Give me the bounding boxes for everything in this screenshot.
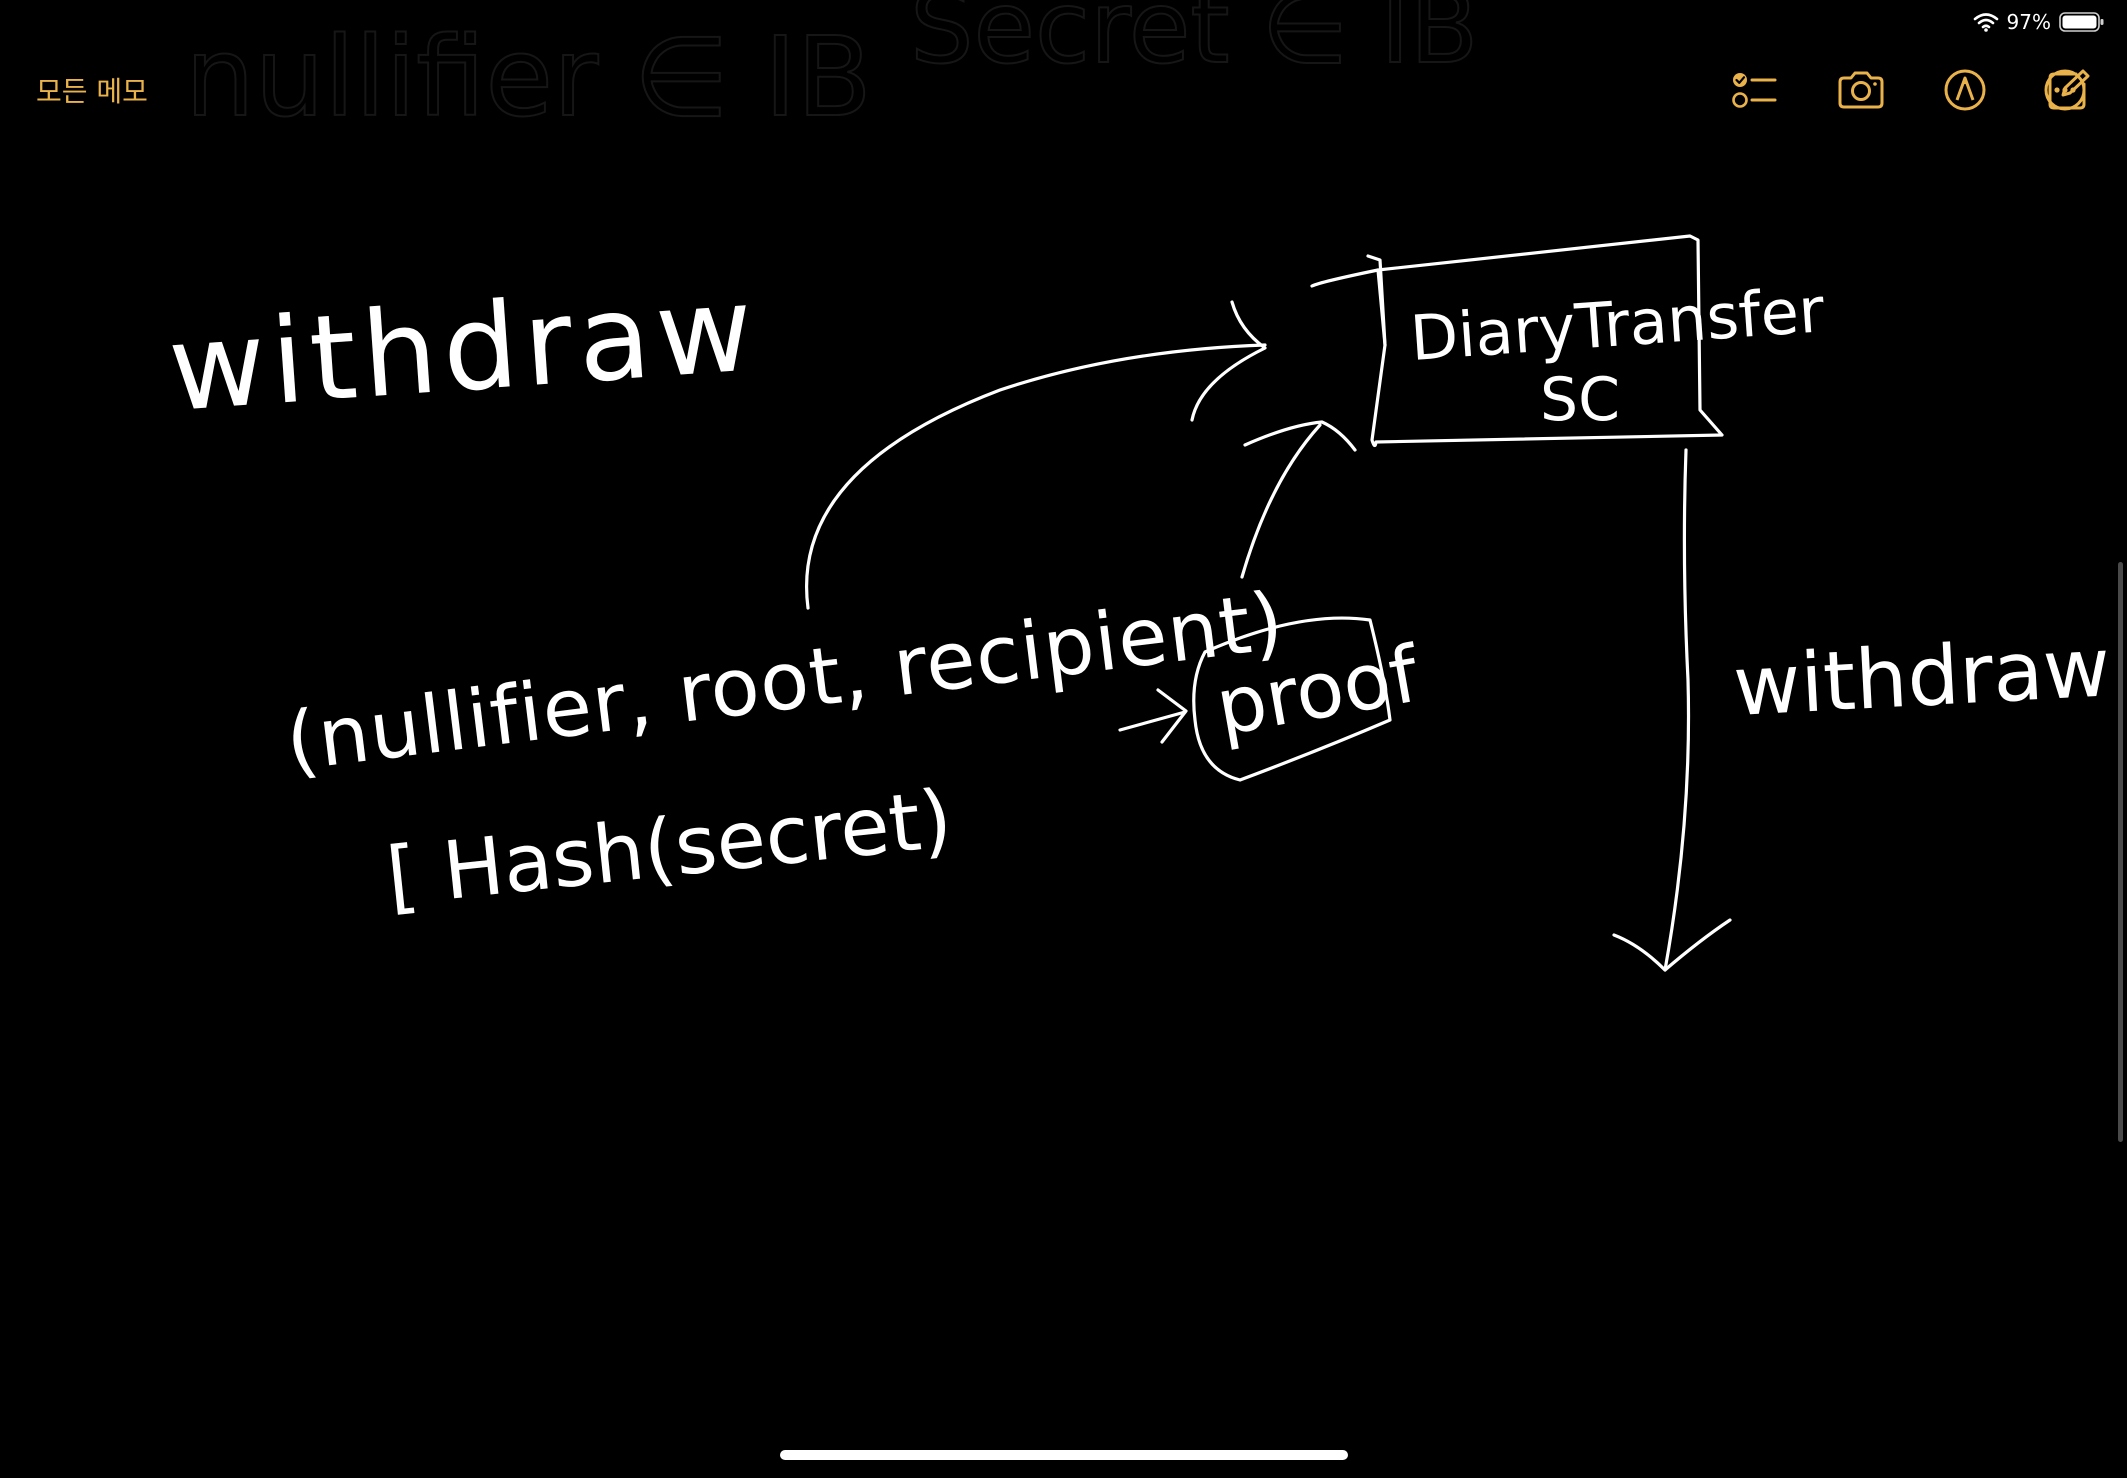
compose-button[interactable] [2040,64,2096,120]
home-indicator[interactable] [780,1450,1348,1460]
checklist-button[interactable] [1727,64,1783,120]
arrow-to-proof [1118,710,1187,732]
checklist-icon [1731,69,1779,116]
faded-header-left: nullifier ∈ IB [185,13,872,141]
markup-pen-icon [1943,68,1987,117]
contract-name-line2: SC [1540,365,1620,435]
camera-icon [1836,70,1886,115]
params-line: (nullifier, root, recipient) [281,574,1289,789]
contract-box [1310,234,1724,448]
note-heading: withdraw [164,259,763,438]
arrow-to-proof-head [1156,688,1188,744]
vertical-scrollbar[interactable] [2118,562,2123,1142]
withdraw-down-arrow [1663,448,1691,972]
battery-percentage: 97% [2006,10,2051,34]
params-to-contract-head [1190,300,1267,422]
proof-to-contract-head [1243,420,1357,452]
status-bar: 97% [1973,8,2105,36]
contract-name-line1: DiaryTransfer [1408,273,1827,375]
camera-button[interactable] [1833,64,1889,120]
proof-box [1192,616,1392,782]
compose-icon [2046,68,2090,117]
proof-to-contract-arrow [1240,423,1322,579]
battery-icon [2059,11,2105,33]
all-notes-back-button[interactable]: 모든 메모 [36,75,148,108]
withdraw-down-arrow-head [1612,918,1732,972]
faded-header-right: Secret ∈ IB [910,0,1478,86]
hash-line: [ Hash(secret) [382,772,956,924]
withdraw-arrow-label: withdraw [1731,620,2113,735]
contract-box-left-edge [1376,268,1387,347]
note-toolbar [1607,64,2127,120]
params-to-contract-arrow [805,343,1267,610]
wifi-icon [1973,12,1999,32]
markup-button[interactable] [1937,64,1993,120]
